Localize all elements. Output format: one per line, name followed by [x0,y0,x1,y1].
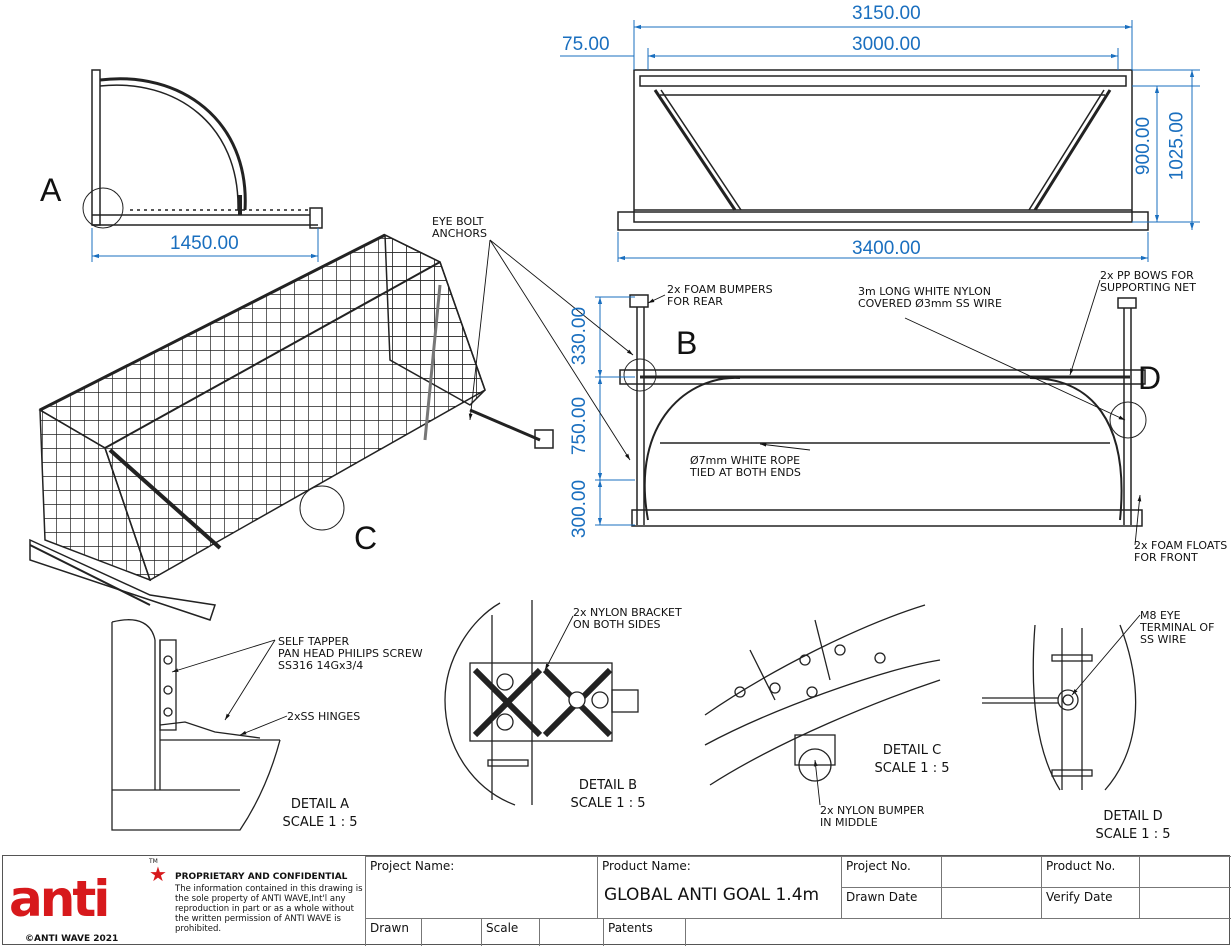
drawn-date-label: Drawn Date [841,887,941,918]
dim-1450 [91,228,319,262]
dim-1025: 1025.00 [1166,111,1188,181]
dim-900: 900.00 [1133,116,1155,176]
logo-star-icon: ★ [149,862,167,886]
dim-section [595,296,635,526]
note-wire: 3m LONG WHITE NYLON COVERED Ø3mm SS WIRE [858,285,1002,310]
detail-c-view [704,604,941,786]
caption-detail-b: DETAIL B SCALE 1 : 5 [570,778,646,811]
marker-d: D [1138,360,1162,396]
detail-b-view [444,600,639,806]
product-no-label: Product No. [1041,856,1139,887]
marker-b: B [676,325,698,361]
logo-mark: anti [9,870,110,928]
drawn-value [421,918,481,946]
verify-date-label: Verify Date [1041,887,1139,918]
leader-lines [171,239,1142,806]
detail-a-view [111,619,281,831]
note-pp-bows: 2x PP BOWS FOR SUPPORTING NET [1100,269,1196,294]
proprietary-body: The information contained in this drawin… [175,884,363,934]
patents-label: Patents [603,918,685,946]
copyright: ©ANTI WAVE 2021 [25,934,119,944]
scale-label: Scale [481,918,539,946]
product-no-value [1139,856,1231,887]
detail-d-view [982,624,1137,791]
side-view [82,69,323,229]
note-foam-floats: 2x FOAM FLOATS FOR FRONT [1134,539,1228,564]
note-nylon-bumper: 2x NYLON BUMPER IN MIDDLE [820,804,925,829]
marker-a: A [40,172,62,208]
note-hinges: 2xSS HINGES [287,710,361,723]
marker-c: C [354,520,378,556]
isometric-view [29,233,554,621]
note-nylon-bracket: 2x NYLON BRACKET ON BOTH SIDES [573,606,682,631]
dim-3400: 3400.00 [852,238,921,259]
dim-3150: 3150.00 [852,3,921,24]
front-view [617,69,1149,231]
project-no-value [941,856,1041,887]
note-m8-eye: M8 EYE TERMINAL OF SS WIRE [1140,609,1215,646]
drawn-label: Drawn [365,918,421,946]
dim-front [560,20,1200,262]
project-name-cell: Project Name: [365,856,597,918]
patents-value [685,918,1231,946]
dim-75: 75.00 [562,34,610,55]
drawn-date-value [941,887,1041,918]
dim-1450: 1450.00 [170,233,239,254]
product-name-label: Product Name: [602,859,691,873]
proprietary-heading: PROPRIETARY AND CONFIDENTIAL [175,872,348,882]
trademark: TM [149,858,158,865]
note-rope: Ø7mm WHITE ROPE TIED AT BOTH ENDS [690,454,801,479]
dim-300: 300.00 [569,479,591,539]
caption-detail-c: DETAIL C SCALE 1 : 5 [874,743,950,776]
note-foam-bumpers: 2x FOAM BUMPERS FOR REAR [667,283,773,308]
project-name-label: Project Name: [370,859,455,873]
caption-detail-a: DETAIL A SCALE 1 : 5 [282,797,358,830]
product-name-value: GLOBAL ANTI GOAL 1.4m [604,885,820,905]
scale-value [539,918,603,946]
dim-3000: 3000.00 [852,34,921,55]
caption-detail-d: DETAIL D SCALE 1 : 5 [1095,809,1171,842]
dim-750: 750.00 [569,396,591,456]
note-screw: SELF TAPPER PAN HEAD PHILIPS SCREW SS316… [278,635,423,672]
dim-330: 330.00 [569,306,591,366]
section-view [619,294,1147,527]
note-eye-bolt: EYE BOLT ANCHORS [432,215,487,240]
product-name-cell: Product Name: GLOBAL ANTI GOAL 1.4m [597,856,841,918]
project-no-label: Project No. [841,856,941,887]
title-block: anti TM ★ ©ANTI WAVE 2021 PROPRIETARY AN… [2,855,1231,946]
verify-date-value [1139,887,1231,918]
